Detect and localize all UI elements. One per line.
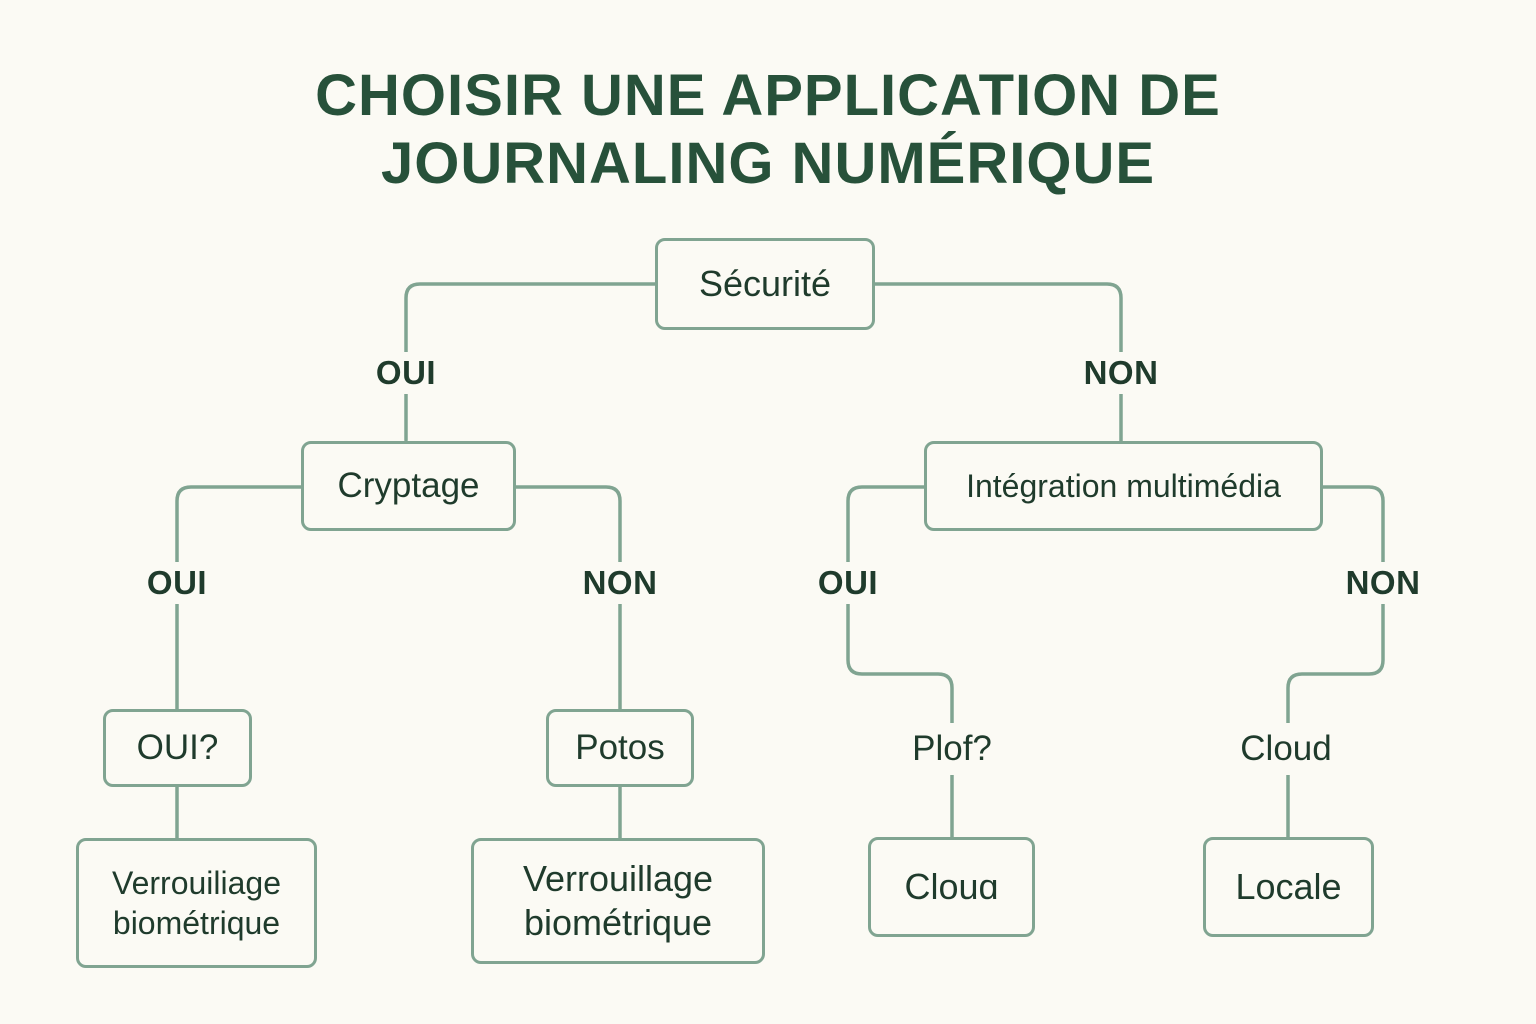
node-plof-question: Plof? — [872, 723, 1032, 775]
diagram-title: CHOISIR UNE APPLICATION DE JOURNALING NU… — [0, 62, 1536, 198]
edge-label-multimedia-yes: OUI — [813, 562, 883, 604]
node-cloua: Clouɑ — [868, 837, 1035, 937]
title-line-2: JOURNALING NUMÉRIQUE — [380, 131, 1156, 196]
node-cryptage: Cryptage — [301, 441, 516, 531]
edge-label-root-no: NON — [1079, 352, 1163, 394]
edge-cryptage-to-oui — [175, 485, 303, 711]
node-locale: Locale — [1203, 837, 1374, 937]
edge-label-multimedia-no: NON — [1341, 562, 1425, 604]
edge-label-root-yes: OUI — [371, 352, 441, 394]
edge-multimedia-to-cloud — [1286, 485, 1385, 725]
node-integration-multimedia: Intégration multimédia — [924, 441, 1323, 531]
edge-cryptage-to-potos — [512, 485, 622, 711]
node-verrouillage-left: Verrouiliage biométrique — [76, 838, 317, 968]
node-cloud-mid: Cloud — [1206, 723, 1366, 775]
edge-label-cryptage-no: NON — [578, 562, 662, 604]
title-line-1: CHOISIR UNE APPLICATION DE — [315, 63, 1221, 128]
edge-label-cryptage-yes: OUI — [142, 562, 212, 604]
edge-multimedia-to-plof — [846, 485, 954, 725]
node-securite: Sécurité — [655, 238, 875, 330]
node-verrouillage-right: Verrouillage biométrique — [471, 838, 765, 964]
node-potos: Potos — [546, 709, 694, 787]
node-oui-question: OUI? — [103, 709, 252, 787]
edge-root-to-cryptage — [404, 282, 657, 442]
edge-root-to-multimedia — [872, 282, 1123, 443]
